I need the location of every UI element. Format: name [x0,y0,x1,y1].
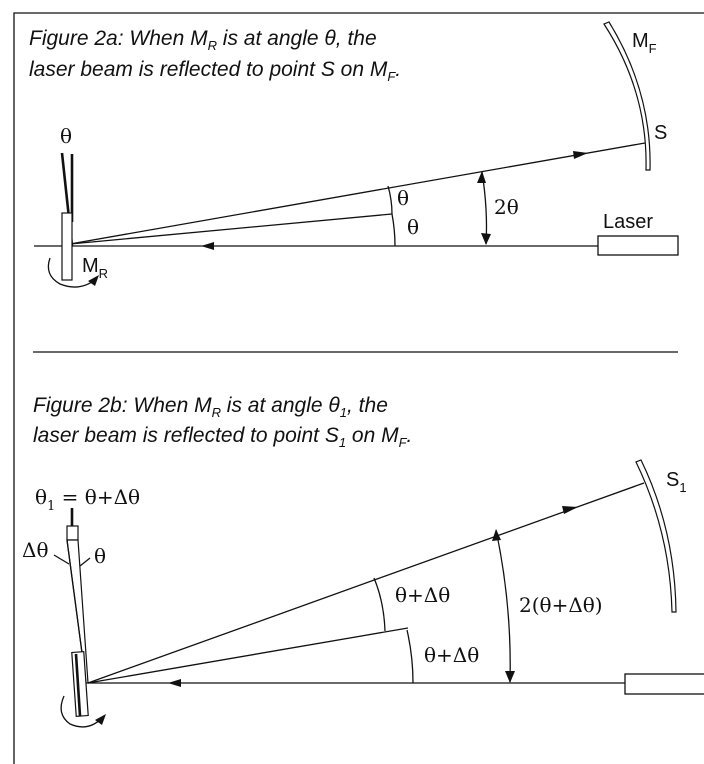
fig2a-incident-arrowhead [201,242,214,250]
fig2a-label-mr: MR [82,255,108,281]
fig2a-arc-2theta-arrow-top [477,171,486,183]
fig2a-curved-mirror-mf [603,21,651,171]
figure-2a: Figure 2a: When MR is at angle θ, the la… [29,21,679,288]
fig2b-arc-lower [406,629,414,684]
fig2a-normal-line [69,213,393,245]
fig2a-reflected-beam [69,142,646,245]
fig2a-rotation-arrow [47,257,97,288]
fig2b-arc-double [495,529,511,683]
fig2b-arc-double-arrow-bottom [505,671,515,683]
fig2b-mirror-front-line [74,653,82,717]
fig2b-caption-line1: Figure 2b: When MR is at angle θ1, the [33,394,388,420]
fig2a-caption-line2: laser beam is reflected to point S on MF… [29,58,401,84]
fig2b-curved-mirror [635,459,677,613]
fig2a-caption-line1: Figure 2a: When MR is at angle θ, the [29,27,377,53]
fig2b-arc-double-arrow-top [492,529,501,541]
fig2b-label-theta1: θ1 = θ+Δθ [35,485,140,514]
fig2b-label-upper-angle: θ+Δθ [395,583,450,607]
fig2b-label-double-angle: 2(θ+Δθ) [519,593,603,617]
fig2b-label-theta: θ [94,544,106,568]
fig2a-laser-box [597,235,679,256]
fig2b-reflected-beam [87,482,645,684]
fig2a-arc-2theta-arrow-bottom [481,233,491,245]
fig2b-theta-leader [79,557,91,567]
fig2a-label-2theta: 2θ [494,195,519,219]
fig2b-reflected-arrowhead [562,506,578,514]
figure-frame [13,12,704,764]
fig2b-label-delta-theta: Δθ [22,538,48,562]
fig2a-label-theta-top: θ [60,124,72,148]
fig2b-label-lower-angle: θ+Δθ [424,643,479,667]
figure-2b: Figure 2b: When MR is at angle θ1, the l… [22,394,704,728]
fig2a-reflected-arrowhead [573,151,588,159]
fig2a-arc-lower [391,213,396,247]
fig2a-rotating-mirror-mr [61,212,73,281]
fig2b-rotation-arrowhead [95,714,106,725]
fig2b-label-s1: S1 [666,469,687,495]
fig2b-caption-line2: laser beam is reflected to point S1 on M… [33,424,412,450]
fig2a-label-laser: Laser [603,211,653,233]
fig2a-label-theta-lower: θ [407,215,419,239]
fig2b-normal-line [87,627,409,684]
fig2b-incident-arrowhead [168,679,181,687]
fig2a-arc-upper [387,185,393,215]
fig2a-rotation-arrowhead [88,275,99,286]
fig2b-rotation-arrow [60,695,103,728]
fig2a-label-theta-upper: θ [397,186,409,210]
fig2a-label-s: S [654,122,667,144]
fig2b-laser-box [624,673,704,695]
fig2a-label-mf: MF [632,30,657,56]
fig2b-mirror-top-block [66,525,79,541]
fig2b-delta-theta-leader [53,554,70,565]
fig2b-arc-upper [373,577,386,632]
